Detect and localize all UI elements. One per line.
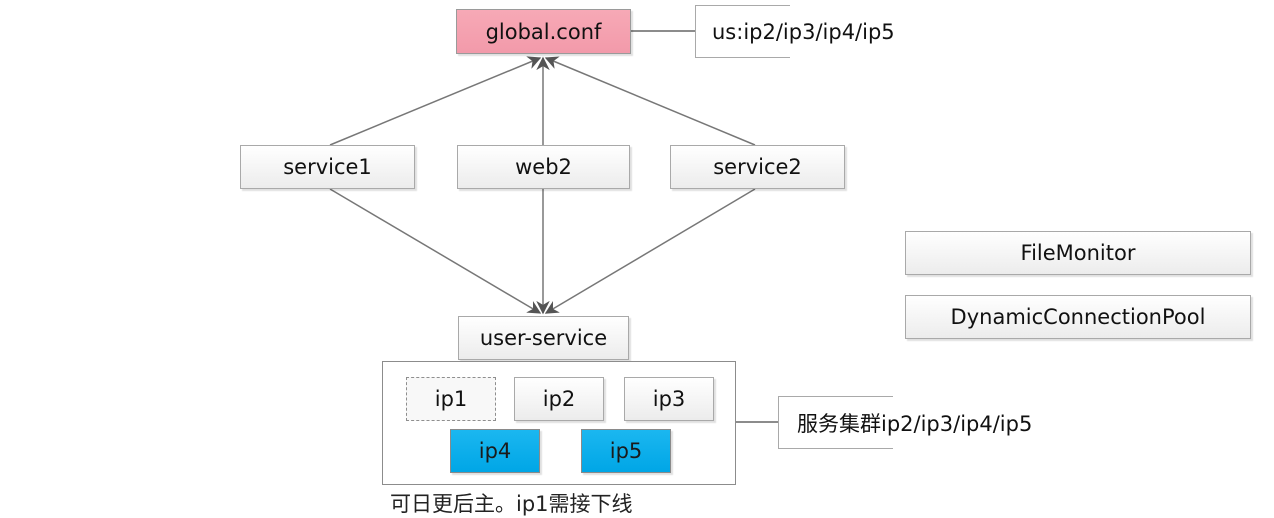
ip1-node[interactable]: ip1 [406,377,496,421]
edge-service1-userservice [329,188,542,314]
service2-label: service2 [713,155,802,179]
bottom-caption: 可日更后主。ip1需接下线 [390,492,633,516]
global-conf-label: global.conf [485,19,602,44]
file-monitor-node[interactable]: FileMonitor [905,231,1251,275]
service2-node[interactable]: service2 [670,145,845,189]
ip3-label: ip3 [652,387,686,411]
web2-node[interactable]: web2 [457,145,630,189]
diagram-edges [329,30,778,423]
ip5-label: ip5 [609,439,643,463]
cluster-list-note: 服务集群ip2/ip3/ip4/ip5 [778,396,1032,449]
edge-service2-userservice [544,188,756,314]
global-conf-node[interactable]: global.conf [456,9,631,54]
edge-service1-globalconf [329,56,542,146]
service1-label: service1 [283,155,372,179]
upstream-list-text: us:ip2/ip3/ip4/ip5 [712,19,895,44]
upstream-list-note: us:ip2/ip3/ip4/ip5 [695,5,895,58]
ip4-label: ip4 [478,439,512,463]
dynamic-connection-pool-node[interactable]: DynamicConnectionPool [905,295,1251,339]
cluster-list-text: 服务集群ip2/ip3/ip4/ip5 [797,411,1033,436]
ip2-label: ip2 [542,387,576,411]
edge-service2-globalconf [544,56,756,146]
ip2-node[interactable]: ip2 [514,377,604,421]
user-service-label: user-service [479,326,608,350]
dynamic-connection-pool-label: DynamicConnectionPool [950,305,1206,329]
ip5-node[interactable]: ip5 [581,429,671,473]
user-service-node[interactable]: user-service [458,316,629,360]
web2-label: web2 [515,155,572,179]
ip1-label: ip1 [434,387,468,411]
service1-node[interactable]: service1 [240,145,415,189]
ip3-node[interactable]: ip3 [624,377,714,421]
file-monitor-label: FileMonitor [1020,241,1136,265]
ip4-node[interactable]: ip4 [450,429,540,473]
